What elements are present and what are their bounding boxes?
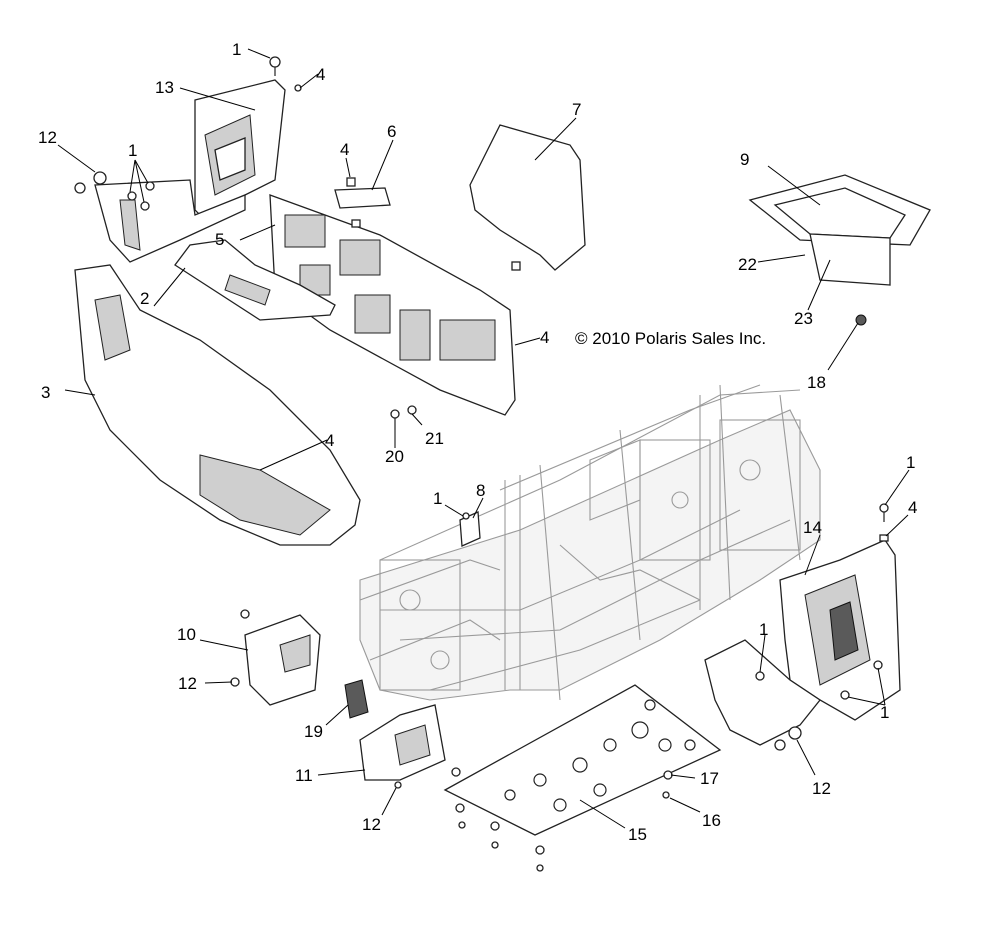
callout-12: 12 — [362, 815, 381, 834]
part-11-guard — [359, 704, 446, 781]
part-7-panel — [469, 124, 586, 271]
callout-4: 4 — [340, 140, 349, 159]
part-10-guard — [244, 614, 321, 706]
callout-3: 3 — [41, 383, 50, 402]
chassis-frame — [359, 384, 821, 701]
callout-9: 9 — [740, 150, 749, 169]
callout-1: 1 — [880, 703, 889, 722]
callout-18: 18 — [807, 373, 826, 392]
part-2-floor-panel — [174, 239, 336, 321]
callout-1: 1 — [232, 40, 241, 59]
part-5-rear-panel — [269, 194, 516, 416]
callout-labels: 1 4 13 12 1 4 6 7 9 5 22 23 2 4 3 18 4 2… — [38, 40, 917, 844]
callout-12: 12 — [178, 674, 197, 693]
callout-16: 16 — [702, 811, 721, 830]
callout-13: 13 — [155, 78, 174, 97]
callout-8: 8 — [476, 481, 485, 500]
callout-12: 12 — [38, 128, 57, 147]
part-19 — [344, 679, 369, 719]
part-8-bracket — [459, 511, 481, 547]
callout-1: 1 — [906, 453, 915, 472]
copyright-notice: © 2010 Polaris Sales Inc. — [575, 329, 766, 348]
callout-20: 20 — [385, 447, 404, 466]
part-14-right-side-panel — [704, 539, 901, 746]
callout-22: 22 — [738, 255, 757, 274]
callout-17: 17 — [700, 769, 719, 788]
callout-21: 21 — [425, 429, 444, 448]
callout-6: 6 — [387, 122, 396, 141]
callout-12: 12 — [812, 779, 831, 798]
callout-2: 2 — [140, 289, 149, 308]
callout-10: 10 — [177, 625, 196, 644]
leader-lines — [57, 48, 910, 829]
fasteners — [74, 56, 889, 872]
callout-19: 19 — [304, 722, 323, 741]
callout-1: 1 — [759, 620, 768, 639]
callout-1: 1 — [433, 489, 442, 508]
callout-4: 4 — [325, 431, 334, 450]
callout-7: 7 — [572, 100, 581, 119]
part-6 — [334, 187, 391, 209]
callout-4: 4 — [316, 65, 325, 84]
part-13-left-side-panel — [94, 79, 286, 263]
callout-23: 23 — [794, 309, 813, 328]
callout-15: 15 — [628, 825, 647, 844]
part-9-storage-tub — [748, 174, 931, 286]
callout-4: 4 — [540, 328, 549, 347]
callout-5: 5 — [215, 230, 224, 249]
part-3-floor-tub — [74, 264, 361, 546]
part-15-skid-plate — [443, 684, 722, 836]
callout-4: 4 — [908, 498, 917, 517]
callout-11: 11 — [295, 766, 313, 785]
callout-14: 14 — [803, 518, 822, 537]
callout-1: 1 — [128, 141, 137, 160]
